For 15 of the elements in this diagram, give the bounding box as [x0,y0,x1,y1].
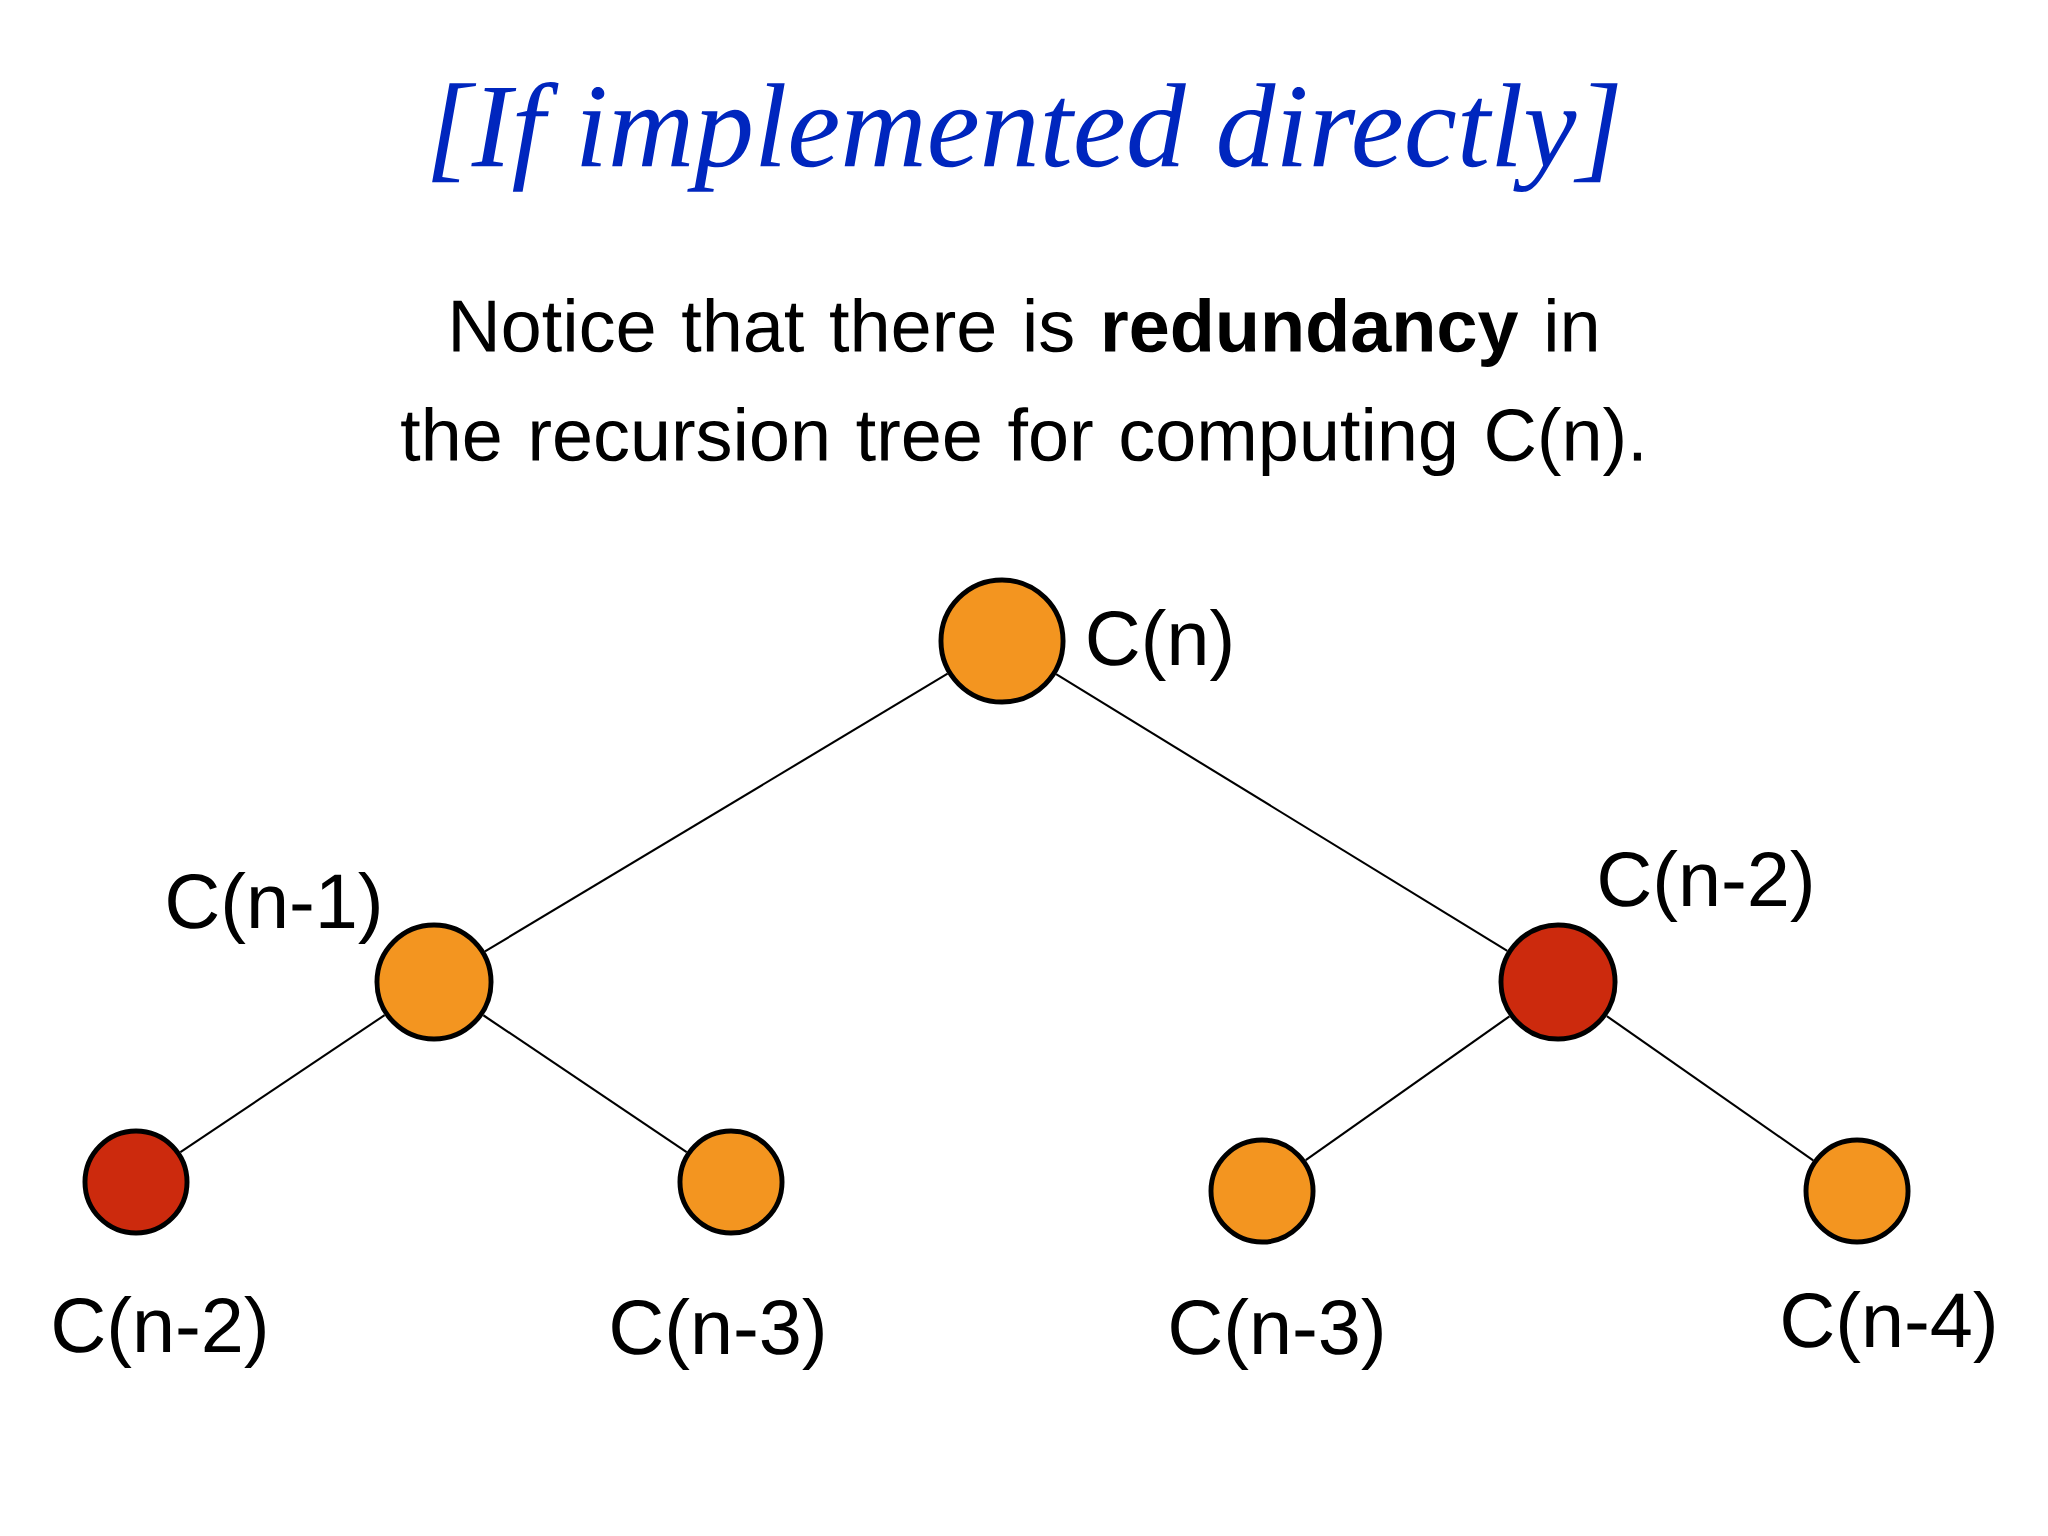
tree-edge [1606,1015,1814,1162]
tree-edge [1305,1015,1511,1162]
node-label: C(n-4) [1783,1290,1994,1364]
node-label: C(n-2) [54,1295,265,1369]
caption-text: Notice that there is redundancy in the recursion tree for computing C(n). [401,298,1641,476]
tree-edge [179,1014,386,1154]
tree-edge [484,672,949,953]
node-label: C(n-3) [1171,1297,1382,1371]
tree-edge [482,1014,688,1153]
node-label: C(n-1) [168,871,379,945]
tree-edge [1055,673,1508,952]
node-label: C(n-2) [1600,849,1811,923]
title: [If implemented directly] [432,82,1618,192]
node-label: C(n) [1088,608,1231,682]
node-label: C(n-3) [612,1297,823,1371]
